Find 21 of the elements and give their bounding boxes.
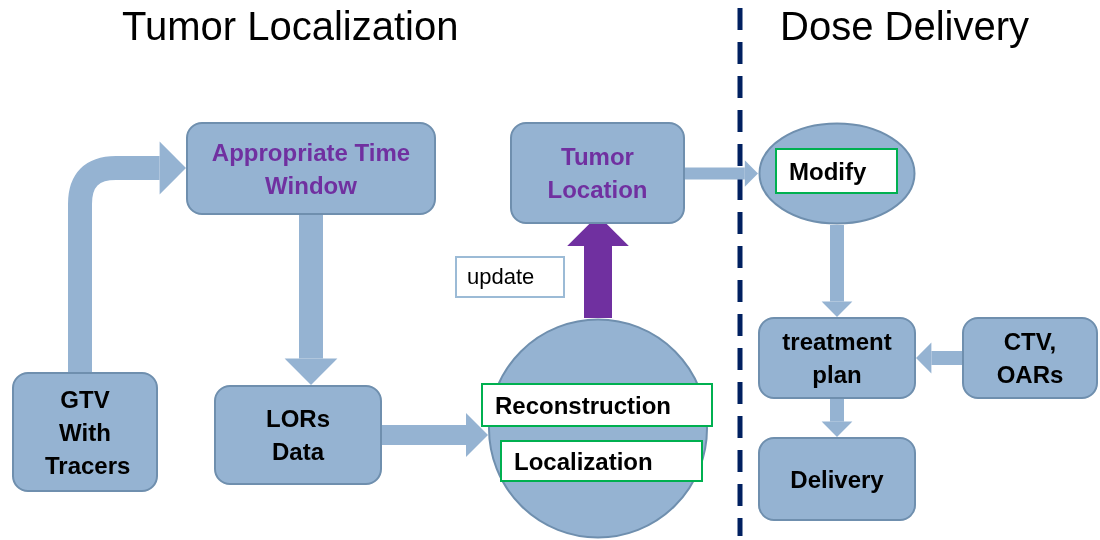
step-label-box: Localization xyxy=(500,440,703,482)
process-box: CTV, OARs xyxy=(962,317,1098,399)
block-arrow xyxy=(68,141,186,372)
process-box: Tumor Location xyxy=(510,122,685,224)
process-box: treatment plan xyxy=(758,317,916,399)
block-arrow xyxy=(382,413,488,457)
block-arrow xyxy=(916,342,962,374)
section-title: Dose Delivery xyxy=(780,4,1029,49)
process-box: Delivery xyxy=(758,437,916,521)
block-arrow xyxy=(821,225,853,317)
section-title: Tumor Localization xyxy=(122,4,459,49)
process-box: GTV With Tracers xyxy=(12,372,158,492)
block-arrow xyxy=(821,399,853,437)
step-label-box: Modify xyxy=(775,148,898,194)
process-ellipse xyxy=(758,122,916,225)
process-box: LORs Data xyxy=(214,385,382,485)
step-label-box: Reconstruction xyxy=(481,383,713,427)
block-arrow xyxy=(685,160,758,187)
process-box: Appropriate Time Window xyxy=(186,122,436,215)
edge-label: update xyxy=(455,256,565,298)
block-arrow xyxy=(284,215,338,385)
